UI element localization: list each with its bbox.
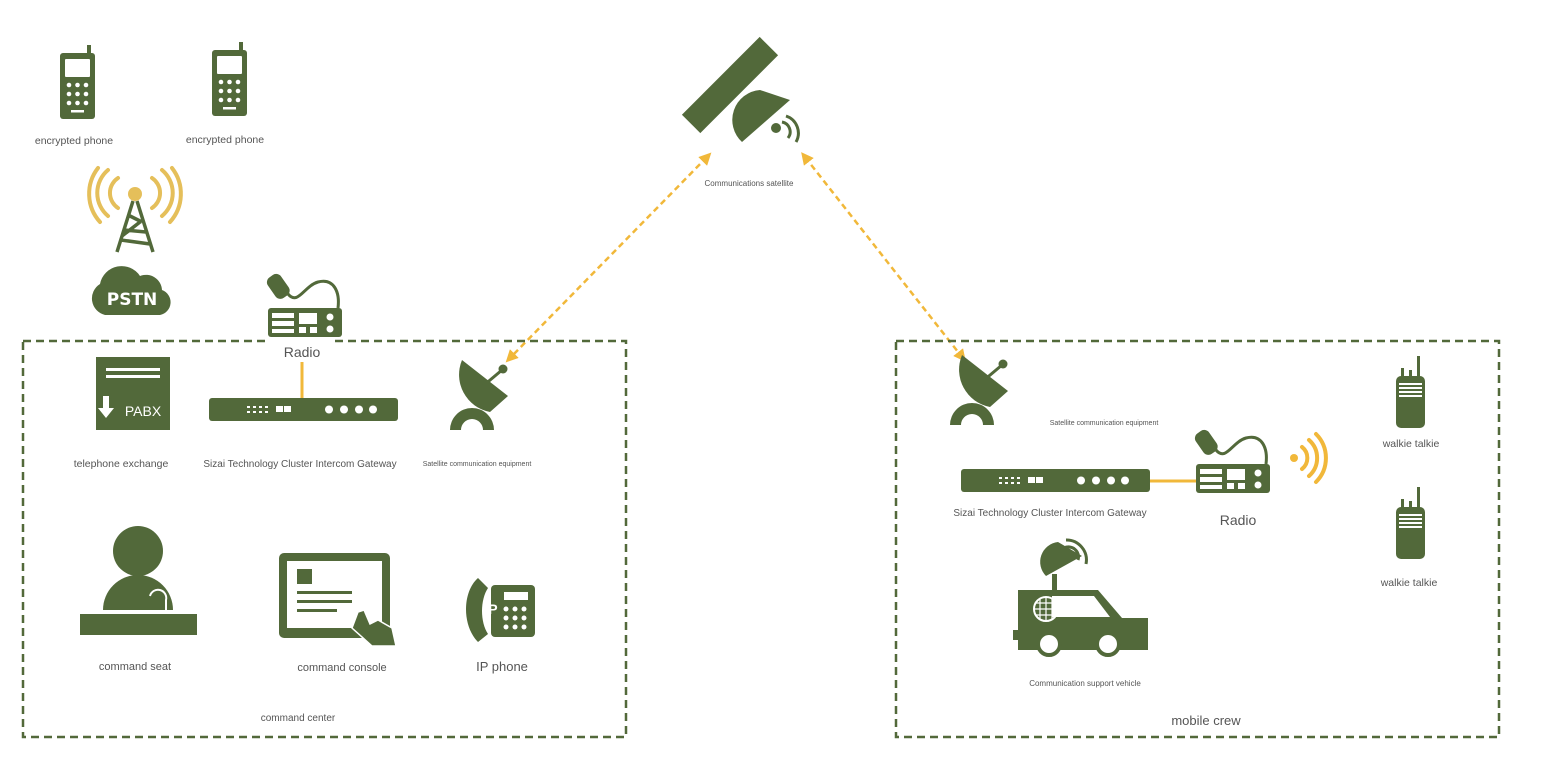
- encrypted-phone-label: encrypted phone: [186, 134, 264, 146]
- gateway-icon: [961, 469, 1150, 492]
- pstn-cloud-icon: PSTN: [91, 266, 171, 315]
- pstn-label: PSTN: [107, 290, 158, 310]
- radio-signal-icon: [1290, 432, 1328, 484]
- radio-label: Radio: [284, 344, 321, 360]
- satellite-link-mobile-crew: [801, 152, 966, 362]
- walkie-talkie-label: walkie talkie: [1382, 438, 1440, 450]
- satellite-dish-icon: [448, 358, 510, 432]
- ip-badge: IP: [484, 601, 497, 617]
- command-console-label: command console: [297, 662, 386, 674]
- ip-phone-icon: IP: [466, 578, 535, 642]
- mobile-crew-group: [894, 339, 1501, 739]
- encrypted-phone-icon: [212, 42, 247, 116]
- radio-label: Radio: [1220, 512, 1257, 528]
- satellite-equipment-label: Satellite communication equipment: [1050, 420, 1159, 427]
- satellite-equipment-label: Satellite communication equipment: [423, 461, 532, 468]
- pabx-badge: PABX: [125, 403, 162, 419]
- command-console-icon: [279, 553, 397, 647]
- mobile-crew-title: mobile crew: [1171, 713, 1241, 728]
- communication-vehicle-icon: [1013, 538, 1148, 657]
- vehicle-label: Communication support vehicle: [1029, 679, 1141, 688]
- gateway-icon: [209, 398, 398, 421]
- pabx-icon: PABX: [96, 357, 170, 430]
- command-center-title: command center: [261, 713, 336, 724]
- satellite-icon: [681, 36, 800, 143]
- gateway-label: Sizai Technology Cluster Intercom Gatewa…: [203, 459, 396, 470]
- walkie-talkie-icon: [1396, 487, 1425, 559]
- satellite-link-command-center: [505, 152, 712, 363]
- encrypted-phone-icon: [60, 45, 95, 119]
- command-seat-label: command seat: [99, 661, 171, 673]
- satellite-dish-icon: [948, 353, 1010, 427]
- gateway-label: Sizai Technology Cluster Intercom Gatewa…: [953, 508, 1146, 519]
- radio-icon: [1191, 426, 1272, 495]
- command-seat-icon: [80, 526, 197, 635]
- satellite-label: Communications satellite: [705, 179, 794, 188]
- encrypted-phone-label: encrypted phone: [35, 135, 113, 147]
- cell-tower-icon: [87, 166, 183, 253]
- ip-phone-label: IP phone: [476, 659, 528, 674]
- walkie-talkie-icon: [1396, 356, 1425, 428]
- radio-icon: [263, 270, 344, 339]
- walkie-talkie-label: walkie talkie: [1380, 577, 1438, 589]
- telephone-exchange-label: telephone exchange: [74, 458, 169, 470]
